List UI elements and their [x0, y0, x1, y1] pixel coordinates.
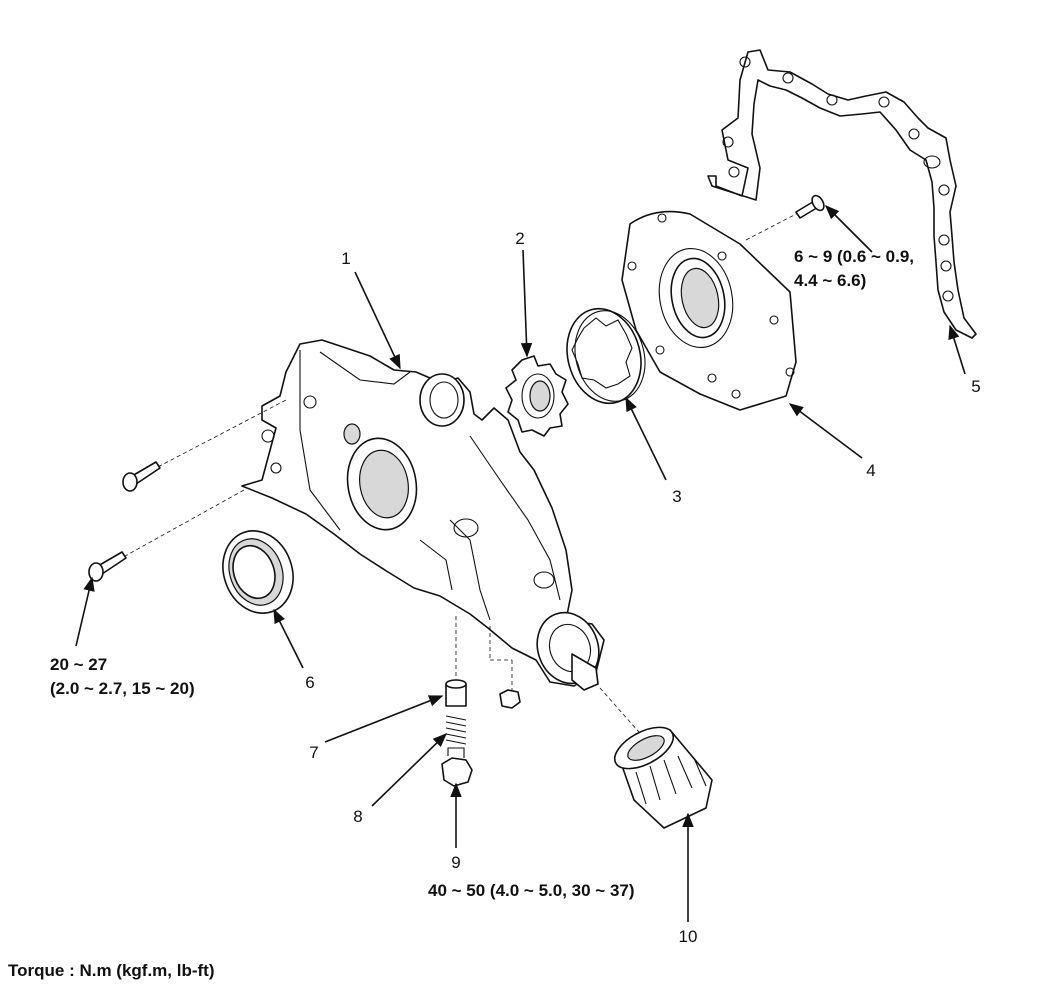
gasket-part-5: [707, 49, 977, 339]
screw-torque-line-1: 6 ~ 9 (0.6 ~ 0.9,: [794, 247, 914, 266]
outer-rotor-part-3: [566, 307, 646, 405]
leader-2: [520, 249, 533, 358]
oil-filter-part-10: [599, 687, 713, 829]
part-label-1: 1: [341, 249, 350, 268]
part-label-3: 3: [672, 487, 681, 506]
cover-screw: [745, 194, 825, 241]
leader-8: [371, 732, 448, 807]
leader-4: [788, 403, 863, 459]
part-label-8: 8: [353, 807, 362, 826]
part-label-9: 9: [451, 853, 460, 872]
front-cover-bolts: [88, 399, 287, 582]
torque-legend: Torque : N.m (kgf.m, lb-ft): [8, 961, 215, 980]
leader-7: [324, 695, 444, 743]
leader-5: [948, 324, 966, 375]
pump-cover-part-4: [621, 210, 797, 411]
part-label-10: 10: [679, 927, 698, 946]
part-label-2: 2: [515, 229, 524, 248]
leader-bolt-torque: [75, 576, 95, 647]
part-label-6: 6: [305, 673, 314, 692]
screw-torque-line-2: 4.4 ~ 6.6): [794, 271, 866, 290]
part-number-labels: 1 2 3 4 5 6 7 8 9 10: [305, 229, 980, 946]
part-label-7: 7: [309, 743, 318, 762]
leader-screw-torque: [824, 204, 873, 253]
plug-torque: 40 ~ 50 (4.0 ~ 5.0, 30 ~ 37): [428, 881, 635, 900]
inner-rotor-part-2: [505, 355, 569, 437]
leader-3: [625, 396, 667, 481]
relief-valve-parts: [441, 616, 521, 787]
oil-seal-part-6: [222, 530, 294, 614]
front-case-part-1: [241, 339, 605, 691]
part-label-4: 4: [866, 461, 875, 480]
torque-specs: 20 ~ 27 (2.0 ~ 2.7, 15 ~ 20) 6 ~ 9 (0.6 …: [50, 247, 914, 900]
part-label-5: 5: [971, 377, 980, 396]
leader-1: [354, 271, 401, 370]
leader-lines: [75, 204, 966, 922]
leader-6: [273, 608, 304, 669]
bolt-torque-line-2: (2.0 ~ 2.7, 15 ~ 20): [50, 679, 195, 698]
bolt-torque-line-1: 20 ~ 27: [50, 655, 107, 674]
